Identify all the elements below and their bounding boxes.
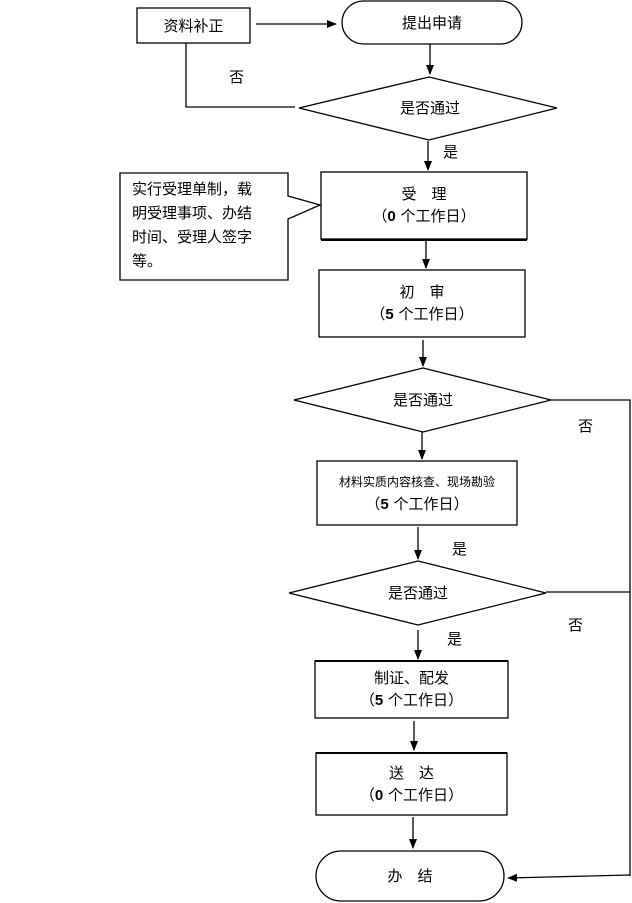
decision1-node: 是否通过 <box>340 97 520 119</box>
submit-node: 提出申请 <box>342 1 522 44</box>
accept-node: 受 理 （0 个工作日） <box>321 172 527 239</box>
note-line: 实行受理单制，载 <box>132 180 253 198</box>
supplement-label: 资料补正 <box>163 16 224 35</box>
finish-node: 办 结 <box>316 851 504 901</box>
note-line: 明受理事项、办结 <box>132 204 253 222</box>
supplement-box <box>136 7 251 44</box>
decision2-label: 是否通过 <box>392 391 453 409</box>
deliver-box <box>315 752 508 816</box>
review-box <box>318 269 526 338</box>
deliver-node: 送 达 （0 个工作日） <box>316 753 507 815</box>
decision2-node: 是否通过 <box>333 389 513 411</box>
edge-label-yes3: 是 <box>447 630 463 648</box>
issue-node: 制证、配发 （5 个工作日） <box>315 661 508 718</box>
edge-label-yes1: 是 <box>443 143 459 161</box>
decision3-label: 是否通过 <box>387 584 448 602</box>
edge-decision2-no <box>551 399 631 876</box>
deliver-duration: （0 个工作日） <box>359 785 464 804</box>
note-line: 等。 <box>132 252 163 270</box>
note-line: 时间、受理人签字 <box>132 228 253 246</box>
supplement-node: 资料补正 <box>137 8 250 43</box>
accept-duration: （0 个工作日） <box>372 207 476 225</box>
review-duration: （5 个工作日） <box>370 305 474 323</box>
edge-label-yes2: 是 <box>452 540 468 558</box>
decision3-diamond <box>288 560 547 626</box>
edge-label-no2: 否 <box>578 417 594 435</box>
deliver-label: 送 达 <box>388 763 434 782</box>
issue-duration: （5 个工作日） <box>359 691 464 709</box>
inspect-node: 材料实质内容核查、现场勘验 （5 个工作日） <box>317 461 517 525</box>
review-node: 初 审 （5 个工作日） <box>319 270 525 337</box>
decision2-diamond <box>293 367 552 433</box>
edge-label-no3: 否 <box>568 616 584 634</box>
finish-label: 办 结 <box>387 867 433 885</box>
inspect-label: 材料实质内容核查、现场勘验 <box>338 474 495 489</box>
inspect-duration: （5 个工作日） <box>365 494 469 513</box>
decision3-node: 是否通过 <box>328 582 508 604</box>
decision1-label: 是否通过 <box>399 99 460 117</box>
review-label: 初 审 <box>399 283 445 301</box>
finish-terminator <box>315 850 505 902</box>
submit-terminator <box>341 0 523 45</box>
submit-label: 提出申请 <box>401 13 462 32</box>
note-callout <box>119 172 322 281</box>
edge-label-no1: 否 <box>229 68 245 86</box>
decision1-diamond <box>298 76 558 141</box>
accept-label: 受 理 <box>401 185 447 203</box>
issue-label: 制证、配发 <box>373 669 449 687</box>
inspect-box <box>316 460 518 526</box>
edge-decision1-no <box>185 43 295 108</box>
edge-rail-finish <box>507 873 631 882</box>
note-text: 实行受理单制，载 明受理事项、办结 时间、受理人签字 等。 <box>132 177 288 273</box>
